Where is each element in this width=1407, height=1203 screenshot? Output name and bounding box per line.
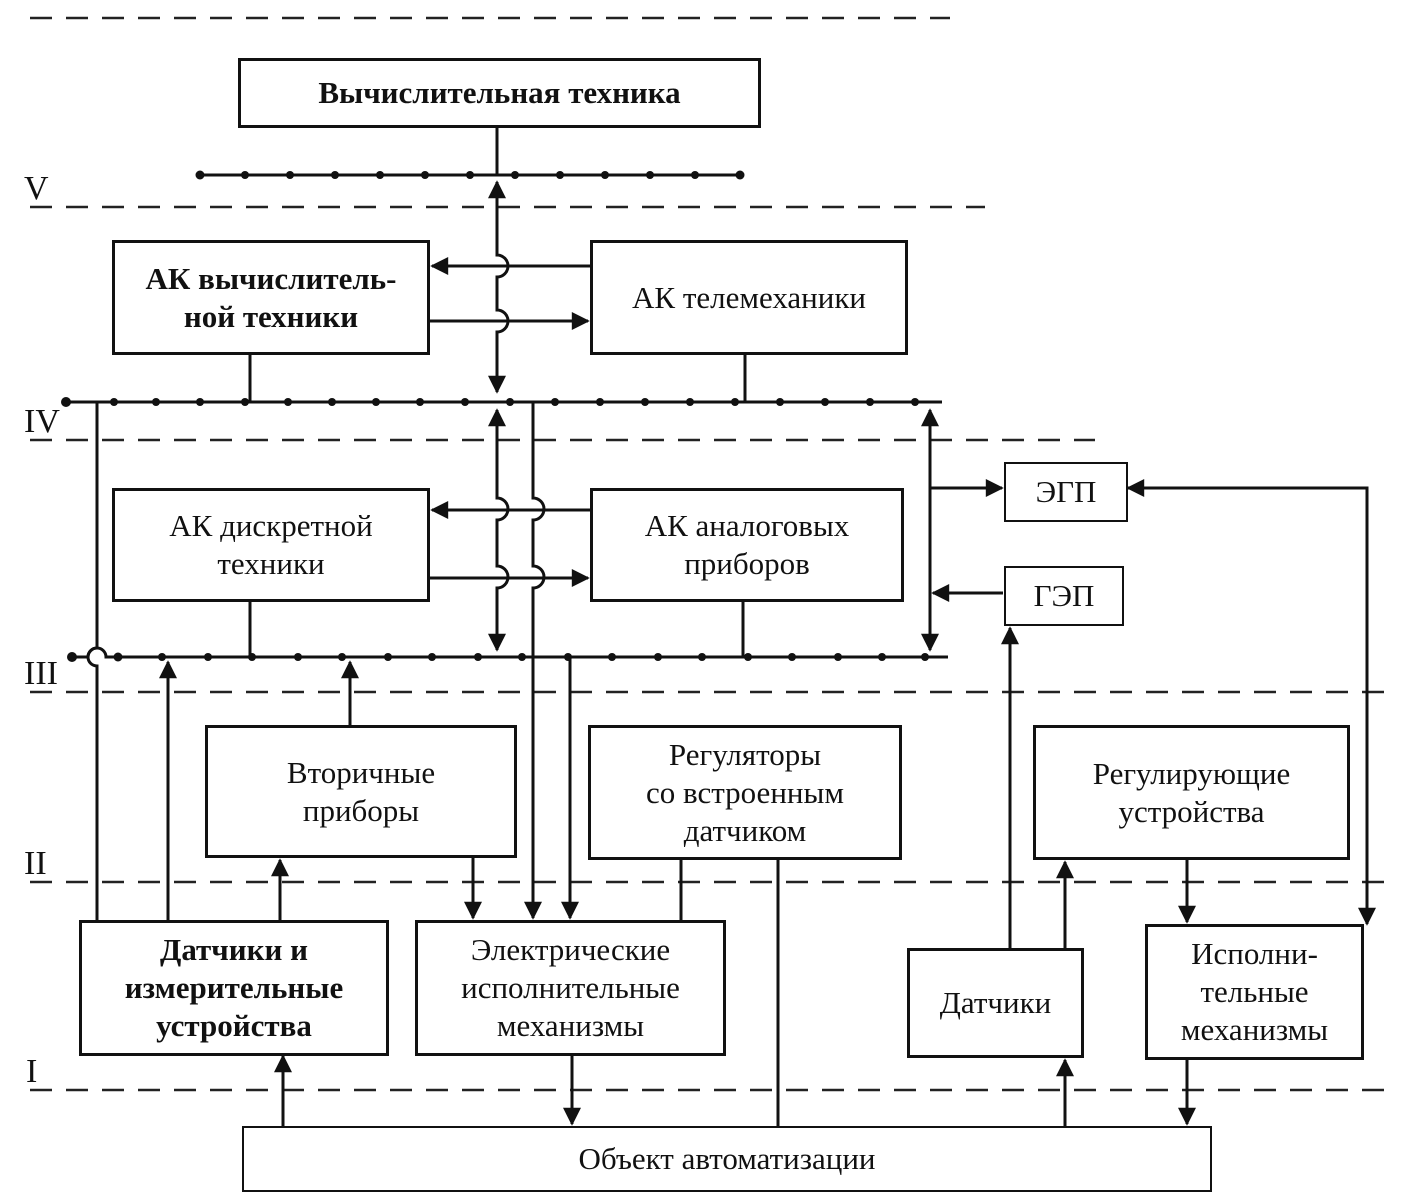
regulating-devices-box: Регулирующие устройства [1033, 725, 1350, 860]
actuators-box: Исполни- тельные механизмы [1145, 924, 1364, 1060]
computing-box: Вычислительная техника [238, 58, 761, 128]
link-computing-bus-iv [488, 180, 510, 394]
link-egp-actuators [1126, 479, 1376, 926]
ak-computing-box: АК вычислитель- ной техники [112, 240, 430, 355]
ak-telemechanics-box: АК телемеханики [590, 240, 908, 355]
sensors-measuring-box: Датчики и измерительные устройства [79, 920, 389, 1056]
egp-box: ЭГП [1004, 462, 1128, 522]
sensors-box: Датчики [907, 948, 1084, 1058]
link-bus-iv-sensors-left [86, 402, 99, 922]
level-label-i: I [26, 1053, 38, 1090]
link-bus-iv-electric [524, 402, 546, 920]
level-label-v: V [24, 170, 49, 207]
link-bus-iv-bus-iii [488, 408, 510, 652]
connectors [86, 126, 1376, 1128]
electric-actuators-box: Электрические исполнительные механизмы [415, 920, 726, 1056]
ak-discrete-box: АК дискретной техники [112, 488, 430, 602]
level-label-iv: IV [24, 403, 60, 440]
bus-iii [72, 646, 948, 659]
level-label-iii: III [24, 655, 58, 692]
regulators-box: Регуляторы со встроенным датчиком [588, 725, 902, 860]
automation-object-box: Объект автоматизации [242, 1126, 1212, 1192]
ak-analog-box: АК аналоговых приборов [590, 488, 904, 602]
gep-box: ГЭП [1004, 566, 1124, 626]
secondary-devices-box: Вторичные приборы [205, 725, 517, 858]
bus-dots [61, 170, 929, 662]
level-label-ii: II [24, 845, 47, 882]
